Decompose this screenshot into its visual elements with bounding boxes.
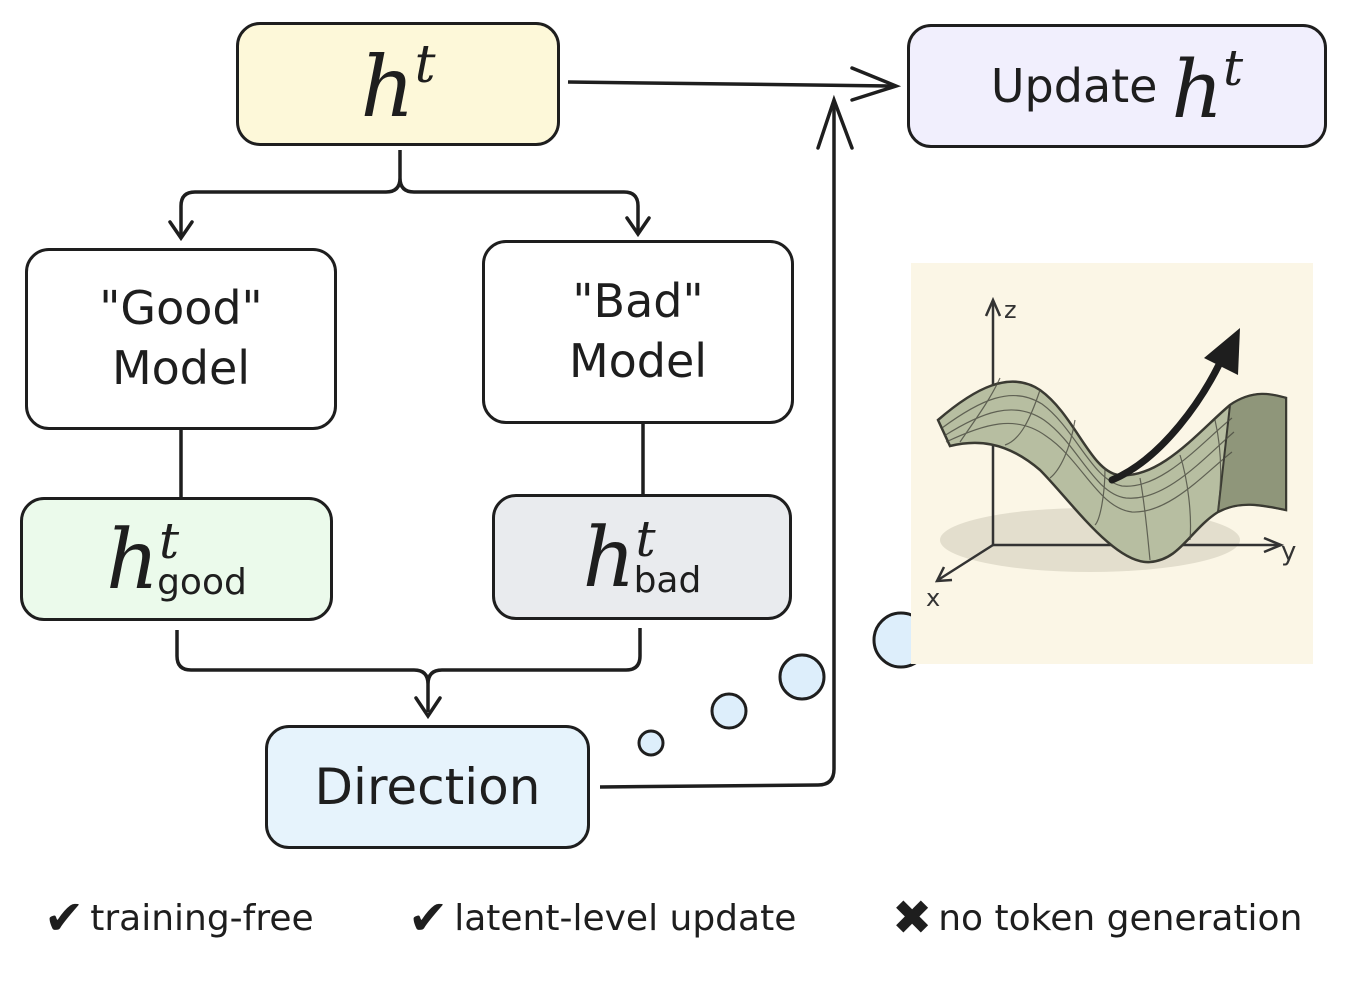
bad-model-line2: Model xyxy=(568,334,708,388)
ht-var: h xyxy=(360,38,415,136)
node-good-model: "Good" Model xyxy=(25,248,337,430)
axis-y-head xyxy=(1263,536,1285,554)
update-sup: t xyxy=(1223,38,1244,97)
footer-text-latent-level-update: latent-level update xyxy=(454,897,797,939)
axis-x-head xyxy=(934,566,953,583)
footer-text-training-free: training-free xyxy=(90,897,314,939)
axis-label-y: y xyxy=(1281,537,1296,567)
node-direction: Direction xyxy=(265,725,590,849)
h-bad-sub: bad xyxy=(633,560,702,601)
node-bad-model: "Bad" Model xyxy=(482,240,794,424)
axis-x xyxy=(937,543,994,582)
surface-grid xyxy=(941,377,1235,561)
node-h-good: htgood xyxy=(20,497,333,621)
arrow-direction-to-update xyxy=(599,104,836,789)
saddle-side xyxy=(1216,393,1287,514)
bad-model-line1: "Bad" xyxy=(572,274,704,329)
node-ht: ht xyxy=(236,22,560,146)
arrowhead-to-direction xyxy=(414,696,442,720)
footer-item-latent-level-update: ✔ latent-level update xyxy=(408,888,796,948)
axis-label-z: z xyxy=(1004,296,1017,324)
h-good-sub: good xyxy=(157,562,247,603)
h-good-sup: t xyxy=(158,512,180,570)
footer-text-no-token-generation: no token generation xyxy=(938,897,1303,939)
arrowhead-direction-to-update xyxy=(816,94,854,150)
check-icon: ✔ xyxy=(44,890,85,946)
connector-ht-split xyxy=(179,150,640,236)
good-model-line1: "Good" xyxy=(99,281,263,336)
thought-bubble-3 xyxy=(778,653,826,701)
update-var: h xyxy=(1171,42,1224,136)
h-bad-var: h xyxy=(582,511,636,606)
footer-item-training-free: ✔ training-free xyxy=(44,888,314,948)
gradient-arrowhead xyxy=(1204,328,1240,375)
arrow-ht-to-update xyxy=(567,80,896,88)
axis-label-x: x xyxy=(926,584,940,612)
check-icon: ✔ xyxy=(408,890,449,946)
footer-item-no-token-generation: ✖ no token generation xyxy=(892,888,1302,948)
node-update: Update ht xyxy=(907,24,1327,148)
update-prefix: Update xyxy=(990,59,1158,113)
connector-merge-to-direction xyxy=(175,628,642,712)
ht-sup: t xyxy=(414,35,436,95)
node-h-bad: htbad xyxy=(492,494,792,620)
arrowhead-to-good-model xyxy=(168,220,194,242)
arrowhead-to-bad-model xyxy=(625,216,651,238)
h-good-var: h xyxy=(106,513,159,608)
good-model-line2: Model xyxy=(111,341,251,395)
loss-surface-illustration xyxy=(911,263,1313,664)
h-bad-sup: t xyxy=(635,510,656,568)
cross-icon: ✖ xyxy=(892,890,933,946)
axis-z-head xyxy=(984,296,1002,317)
arrowhead-ht-to-update xyxy=(850,66,902,102)
direction-label: Direction xyxy=(314,758,541,816)
thought-bubble-1 xyxy=(637,729,665,757)
thought-bubble-2 xyxy=(710,692,748,730)
